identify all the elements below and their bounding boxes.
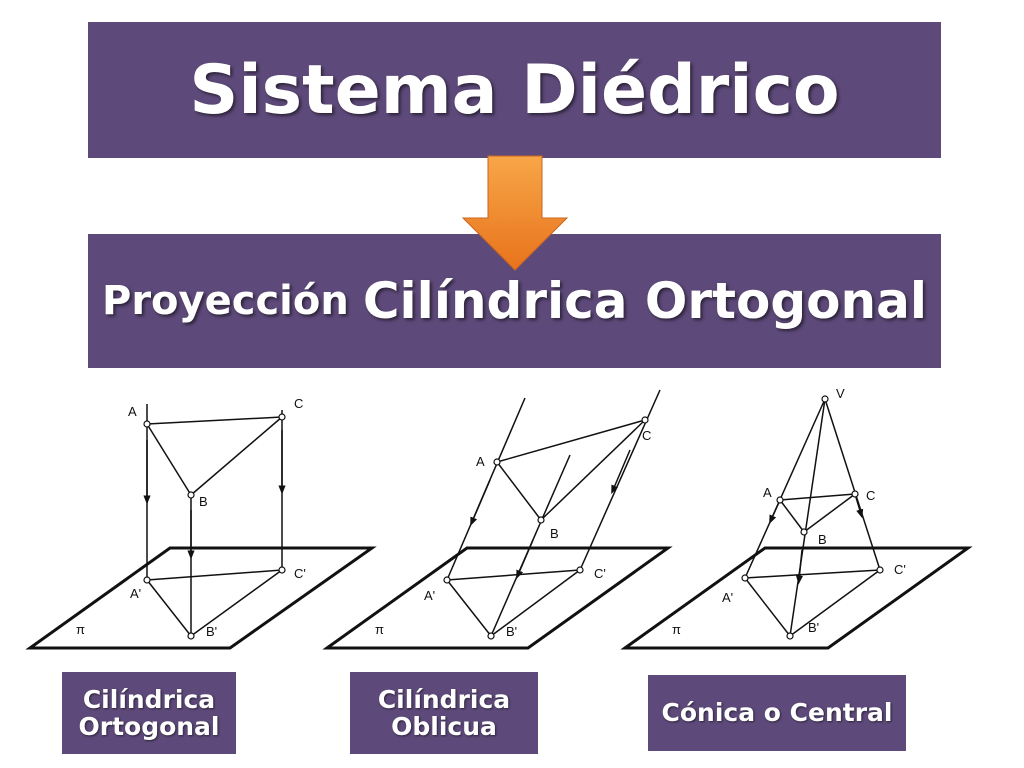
plane-label: π [672,622,681,637]
point-label-c: C [294,396,303,411]
point-label-a: A [763,485,772,500]
diagram-conica [620,395,973,650]
title-banner: Sistema Diédrico [88,22,941,158]
point-label-a: A [476,454,485,469]
caption-oblicua: Cilíndrica Oblicua [350,672,538,754]
page-title: Sistema Diédrico [189,50,840,130]
caption-line: Cónica o Central [661,698,893,728]
plane-label: π [76,622,85,637]
down-arrow-icon [461,155,569,271]
point-label-v: V [836,386,845,401]
point-label-a-prime: A' [424,588,435,603]
caption-ortogonal: Cilíndrica Ortogonal [62,672,236,754]
point-label-b: B [818,532,827,547]
projection-plane [620,546,973,650]
point-label-c-prime: C' [594,566,606,581]
point-label-a-prime: A' [722,590,733,605]
point-label-b-prime: B' [506,624,517,639]
diagram-ortogonal [25,404,377,650]
point-label-c-prime: C' [294,566,306,581]
caption-line: Cilíndrica [377,684,511,714]
subtitle-banner: Proyección Cilíndrica Ortogonal [88,234,941,368]
point-label-a-prime: A' [130,586,141,601]
subtitle-prefix: Proyección [102,278,349,324]
point-label-a: A [128,404,137,419]
point-label-b: B [199,494,208,509]
projection-plane [322,546,673,650]
point-label-b: B [550,526,559,541]
projection-plane [25,546,377,650]
subtitle-main: Cilíndrica Ortogonal [362,272,927,330]
caption-line: Cilíndrica [82,684,216,714]
point-label-c-prime: C' [894,562,906,577]
diagram-oblicua [322,389,673,650]
caption-line: Ortogonal [78,712,220,741]
point-label-b-prime: B' [808,620,819,635]
caption-conica: Cónica o Central [648,675,906,751]
caption-line: Oblicua [391,712,497,741]
plane-label: π [375,622,384,637]
point-label-b-prime: B' [206,624,217,639]
point-label-c: C [866,488,875,503]
point-label-c: C [642,428,651,443]
